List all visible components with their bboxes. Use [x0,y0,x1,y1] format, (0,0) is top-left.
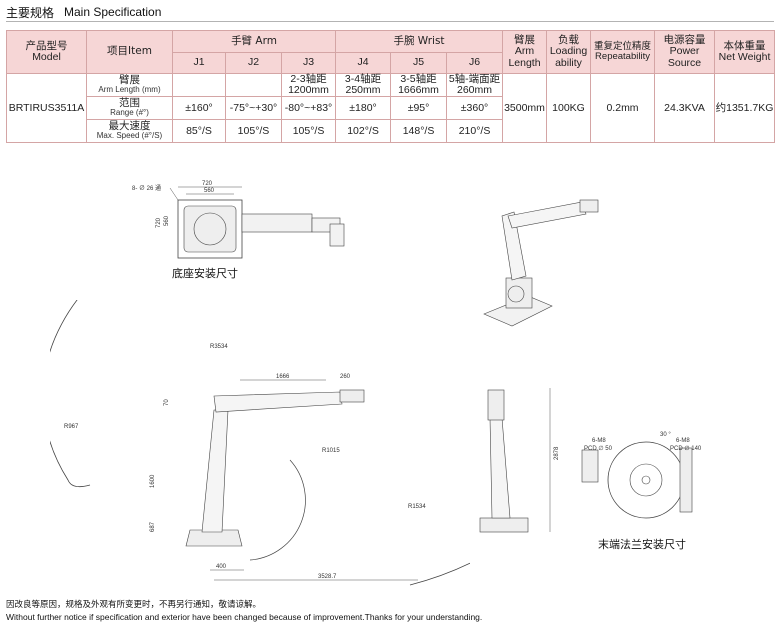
base-width-outer-dim: 720 [202,181,213,187]
wrist-length-dim: 260 [340,374,351,380]
spec-table: 产品型号 Model 项目Item 手臂 Arm 手腕 Wrist 臂展 Arm… [6,30,776,144]
flange-angle-dim: 30 ° [660,432,671,438]
header-arm-group: 手臂 Arm [171,30,337,53]
robot-side-view-drawing: 2878 [479,388,560,533]
header-j2: J2 [225,52,282,74]
cell-range-j4: ±180° [335,96,392,121]
header-wrist-group: 手腕 Wrist [335,30,504,53]
base-holes-dim: 8- ∅ 26 通 [132,184,161,192]
cell-range-j6: ±360° [446,96,504,121]
header-repeatability: 重复定位精度 Repeatability [590,30,656,74]
cell-speed-j6: 210°/S [446,119,504,144]
cell-speed-j1: 85°/S [172,119,226,144]
side-height-dim: 2878 [554,446,560,460]
cell-speed-j2: 105°/S [225,119,282,144]
cell-range-j5: ±95° [390,96,448,121]
cell-speed-j5: 148°/S [390,119,448,144]
vertical-2-dim: 687 [150,521,156,532]
base-height-outer-dim: 720 [156,217,162,228]
flange-pcd50-dim: PCD ∅ 50 [584,445,613,452]
cell-repeatability: 0.2mm [590,72,656,144]
cell-model: BRTIRUS3511A [6,72,87,144]
reach-dim: 3528.7 [318,574,337,580]
row-label-range: 范围 Range (#°) [86,96,173,121]
section-title-cn: 主要规格 [6,5,55,20]
cell-weight: 约1351.7KG [714,72,776,144]
header-power: 电源容量 Power Source [654,30,716,74]
flange-caption: 末端法兰安装尺寸 [598,538,686,551]
cell-loading: 100KG [546,72,592,144]
cell-arm-j5: 3-5轴距 1666mm [390,72,448,98]
flange-drawing: 6-M8 PCD ∅ 50 30 ° 6-M8 PCD ∅ 140 [581,432,702,519]
cell-power: 24.3KVA [654,72,716,144]
header-j3: J3 [280,52,337,74]
footer-notice-en: Without further notice if specification … [6,612,483,622]
cell-arm-j6: 5轴-端面距 260mm [446,72,504,98]
cell-arm-j1 [172,72,226,98]
base-offset-dim: 400 [216,564,227,570]
base-height-inner-dim: 560 [164,215,170,226]
vertical-1-dim: 1600 [150,474,156,488]
cell-speed-j3: 105°/S [280,119,337,144]
cell-range-j3: -80°~+83° [280,96,337,121]
header-divider [6,21,774,22]
cell-range-j2: -75°~+30° [225,96,282,121]
base-top-view-drawing: 8- ∅ 26 通 720 560 720 560 [132,181,345,259]
radius-outer-dim: R3534 [210,344,228,350]
workspace-drawing: R3534 R967 R1015 R1534 1666 260 70 1600 … [50,300,470,586]
base-width-inner-dim: 560 [204,188,215,194]
cell-arm-length: 3500mm [502,72,548,144]
header-j6: J6 [446,52,504,74]
row-label-arm-length: 臂展 Arm Length (mm) [86,72,173,98]
cell-range-j1: ±160° [172,96,226,121]
cell-speed-j4: 102°/S [335,119,392,144]
header-j5: J5 [390,52,448,74]
robot-isometric-drawing [483,199,599,327]
base-caption: 底座安装尺寸 [172,267,238,280]
flange-m8-right-dim: 6-M8 [676,438,690,444]
header-model: 产品型号 Model [6,30,87,74]
cell-arm-j3: 2-3轴距 1200mm [280,72,337,98]
cell-arm-j4: 3-4轴距 250mm [335,72,392,98]
header-j4: J4 [335,52,392,74]
footer-notice-cn: 因改良等原因，规格及外观有所变更时，不再另行通知，敬请谅解。 [6,600,262,610]
header-loading: 负载 Loading ability [546,30,592,74]
row-label-speed: 最大速度 Max. Speed (#°/S) [86,119,173,144]
radius-inner-dim: R967 [64,424,79,430]
cell-arm-j2 [225,72,282,98]
small-dim: 70 [164,399,170,406]
flange-m8-left-dim: 6-M8 [592,438,606,444]
header-item: 项目Item [86,30,173,74]
header-weight: 本体重量 Net Weight [714,30,776,74]
radius-lower-dim: R1534 [408,504,426,510]
arm-length-dim: 1666 [276,374,290,380]
header-arm-length: 臂展 Arm Length [502,30,548,74]
radius-mid-dim: R1015 [322,448,340,454]
header-j1: J1 [172,52,226,74]
flange-pcd140-dim: PCD ∅ 140 [670,445,702,452]
section-header: 主要规格 Main Specification [6,3,161,21]
section-title-en: Main Specification [64,5,162,19]
